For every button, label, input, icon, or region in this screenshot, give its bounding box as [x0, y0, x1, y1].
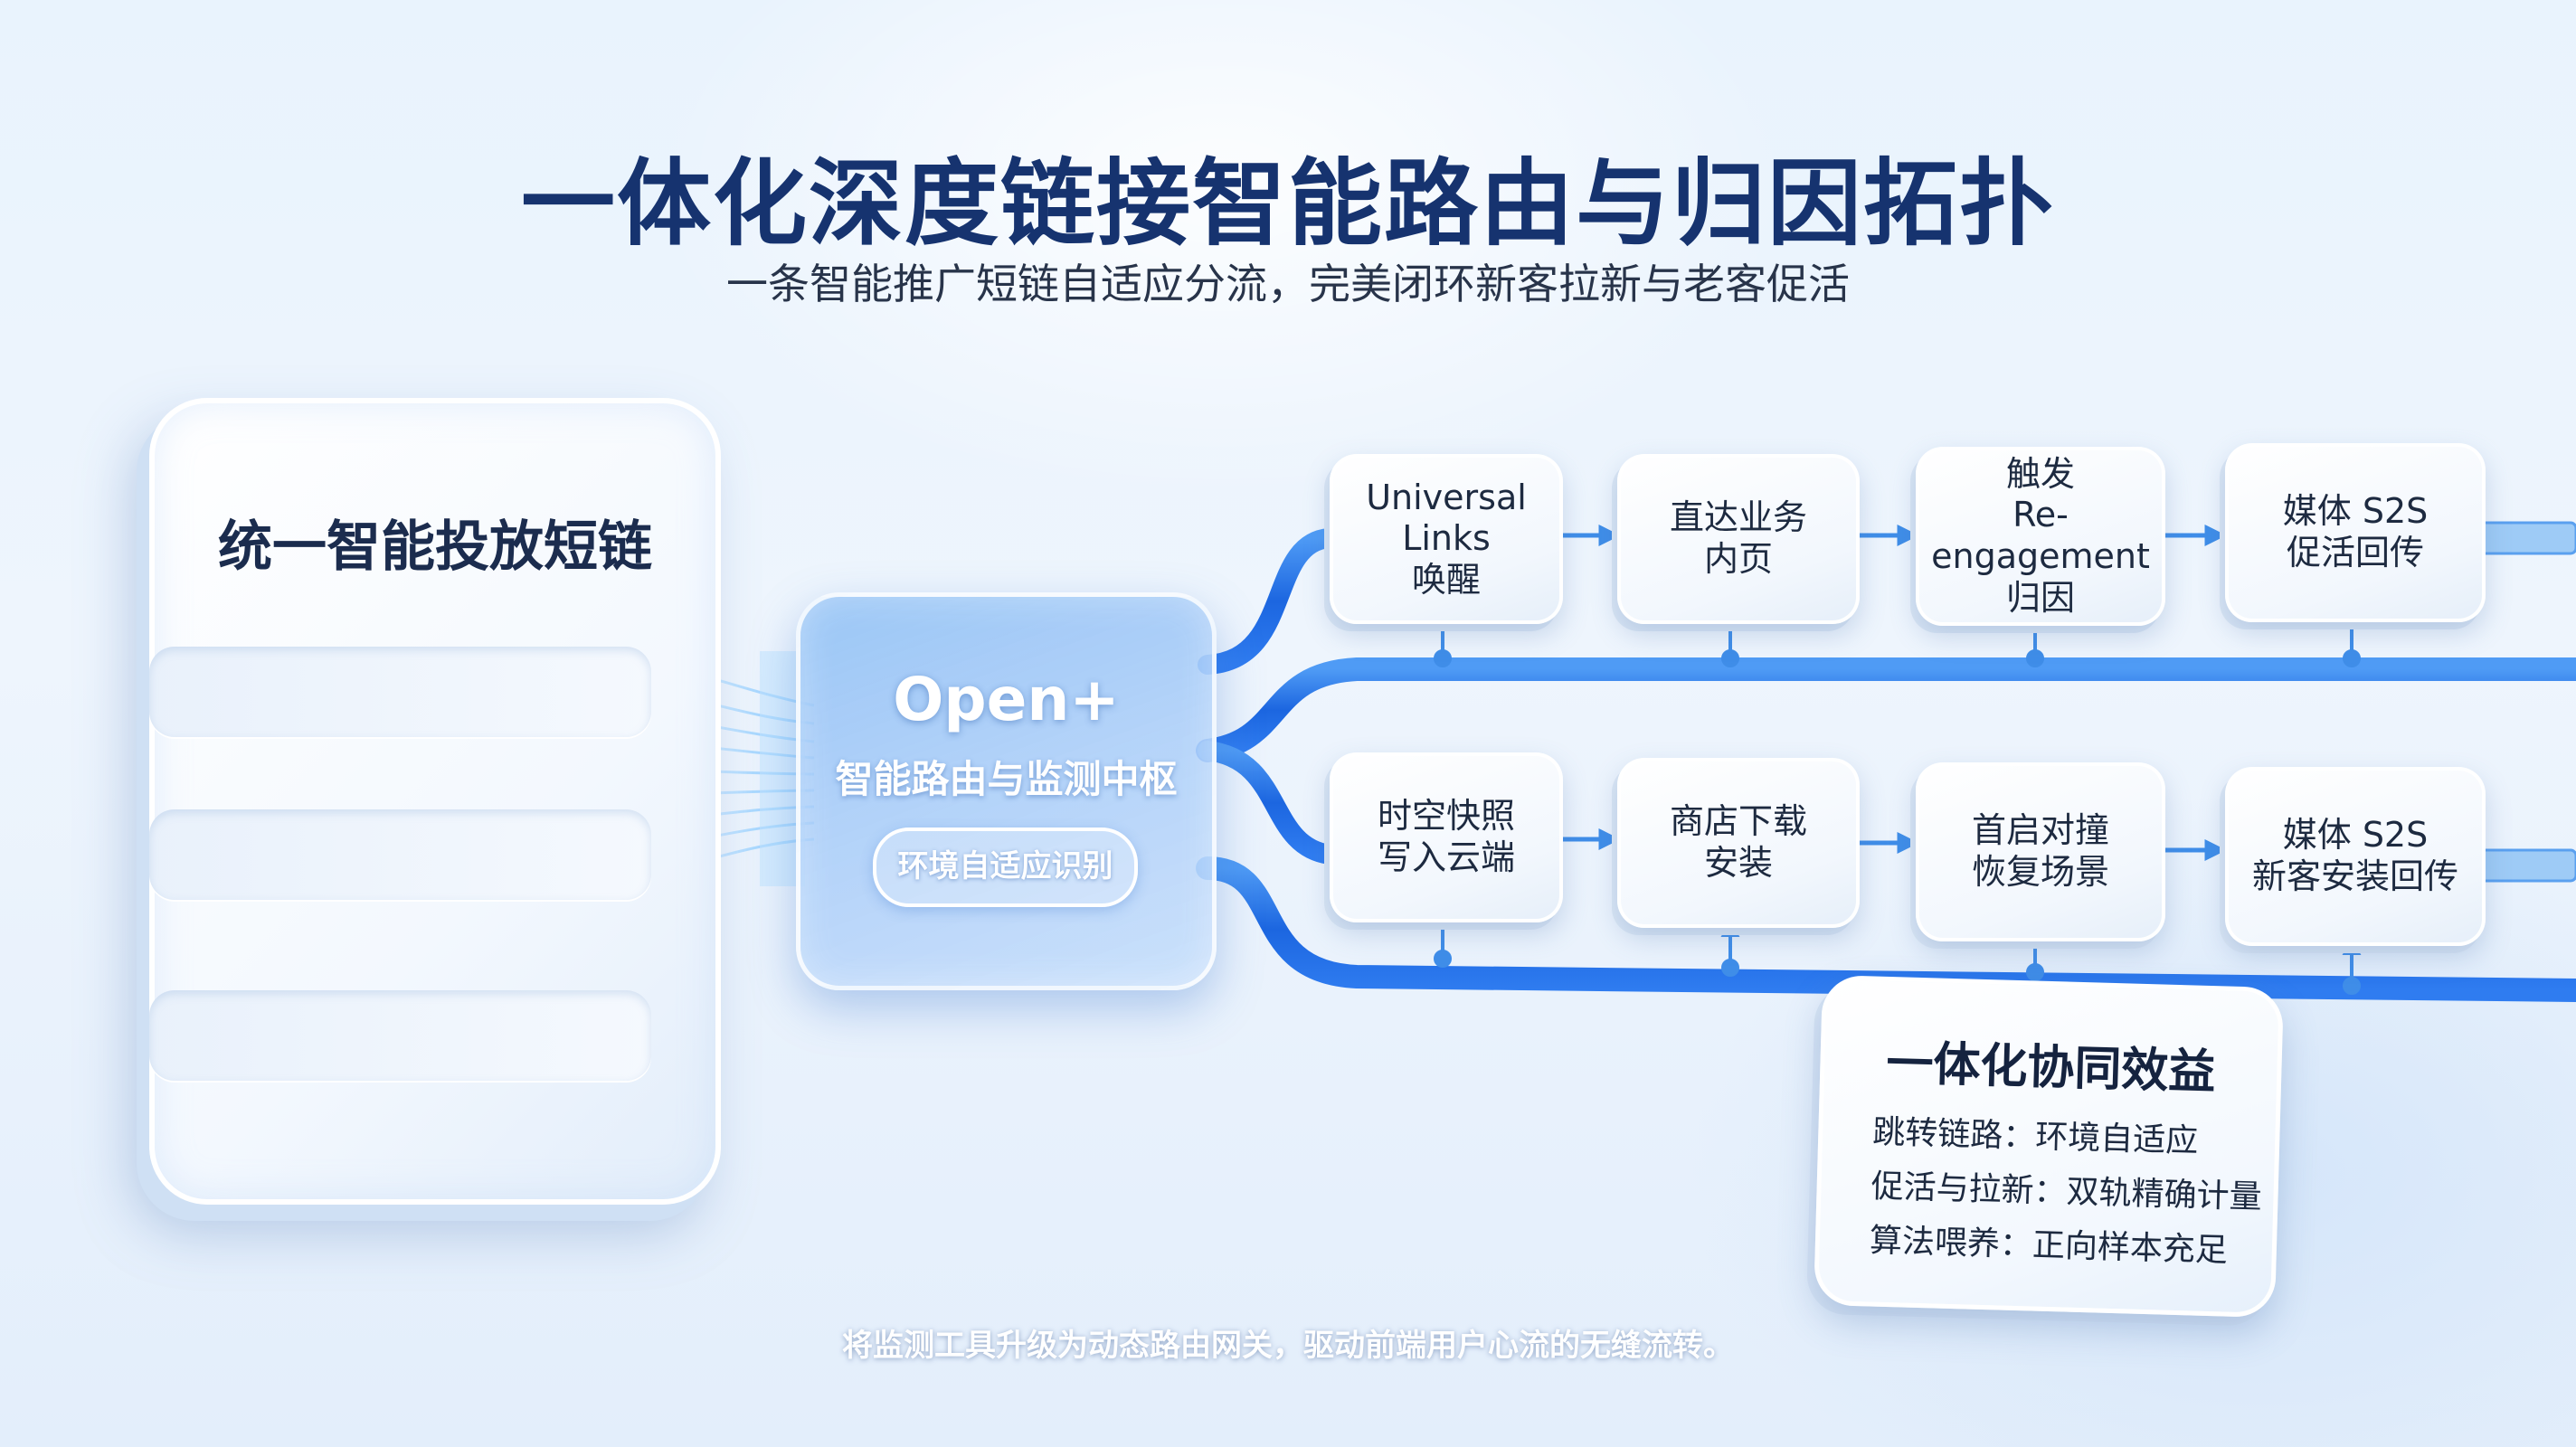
- benefit-card: 一体化协同效益 跳转链路：环境自适应 促活与拉新：双轨精确计量 算法喂养：正向样…: [1814, 974, 2284, 1319]
- step-direct-page: 直达业务 内页: [1617, 454, 1860, 624]
- step-label: Universal Links 唤醒: [1366, 477, 1527, 600]
- hub-subtitle: 智能路由与监测中枢: [835, 757, 1178, 801]
- panel-slot: [149, 647, 651, 737]
- step-label: 时空快照 写入云端: [1377, 796, 1515, 877]
- step-label: 首启对撞 恢复场景: [1971, 810, 2109, 892]
- short-link-panel-title: 统一智能投放短链: [218, 515, 652, 579]
- hub-badge: 环境自适应识别: [873, 828, 1138, 907]
- step-first-launch: 首启对撞 恢复场景: [1916, 762, 2165, 941]
- step-label: 媒体 S2S 新客安装回传: [2251, 815, 2458, 896]
- step-label: 商店下载 安装: [1669, 801, 1807, 883]
- page-subtitle: 一条智能推广短链自适应分流，完美闭环新客拉新与老客促活: [726, 260, 1850, 308]
- panel-slot: [149, 809, 651, 900]
- benefit-title: 一体化协同效益: [1885, 1036, 2217, 1101]
- benefit-item: 算法喂养：正向样本充足: [1869, 1222, 2229, 1270]
- step-snapshot: 时空快照 写入云端: [1330, 752, 1563, 922]
- step-s2s-install: 媒体 S2S 新客安装回传: [2225, 767, 2486, 946]
- footer-caption: 将监测工具升级为动态路由网关，驱动前端用户心流的无缝流转。: [842, 1328, 1734, 1364]
- benefit-item: 促活与拉新：双轨精确计量: [1870, 1168, 2263, 1216]
- step-label: 直达业务 内页: [1669, 497, 1807, 579]
- routing-hub: Open+ 智能路由与监测中枢 环境自适应识别: [796, 592, 1217, 990]
- panel-slot: [149, 990, 651, 1081]
- benefit-item: 跳转链路：环境自适应: [1871, 1113, 2199, 1160]
- step-label: 触发 Re-engagement 归因: [1931, 453, 2150, 618]
- pipes: [1196, 528, 2576, 1002]
- short-link-panel: 统一智能投放短链: [149, 398, 721, 1205]
- page-title: 一体化深度链接智能路由与归因拓扑: [520, 148, 2055, 259]
- row-arrows: [1556, 524, 2227, 862]
- step-s2s-reengage: 媒体 S2S 促活回传: [2225, 443, 2486, 622]
- step-label: 媒体 S2S 促活回传: [2282, 491, 2429, 572]
- pipe-right-stubs: [2477, 521, 2576, 883]
- hub-title: Open+: [893, 665, 1120, 734]
- step-reengagement: 触发 Re-engagement 归因: [1916, 447, 2165, 626]
- step-universal-links: Universal Links 唤醒: [1330, 454, 1563, 624]
- step-store-install: 商店下载 安装: [1617, 758, 1860, 928]
